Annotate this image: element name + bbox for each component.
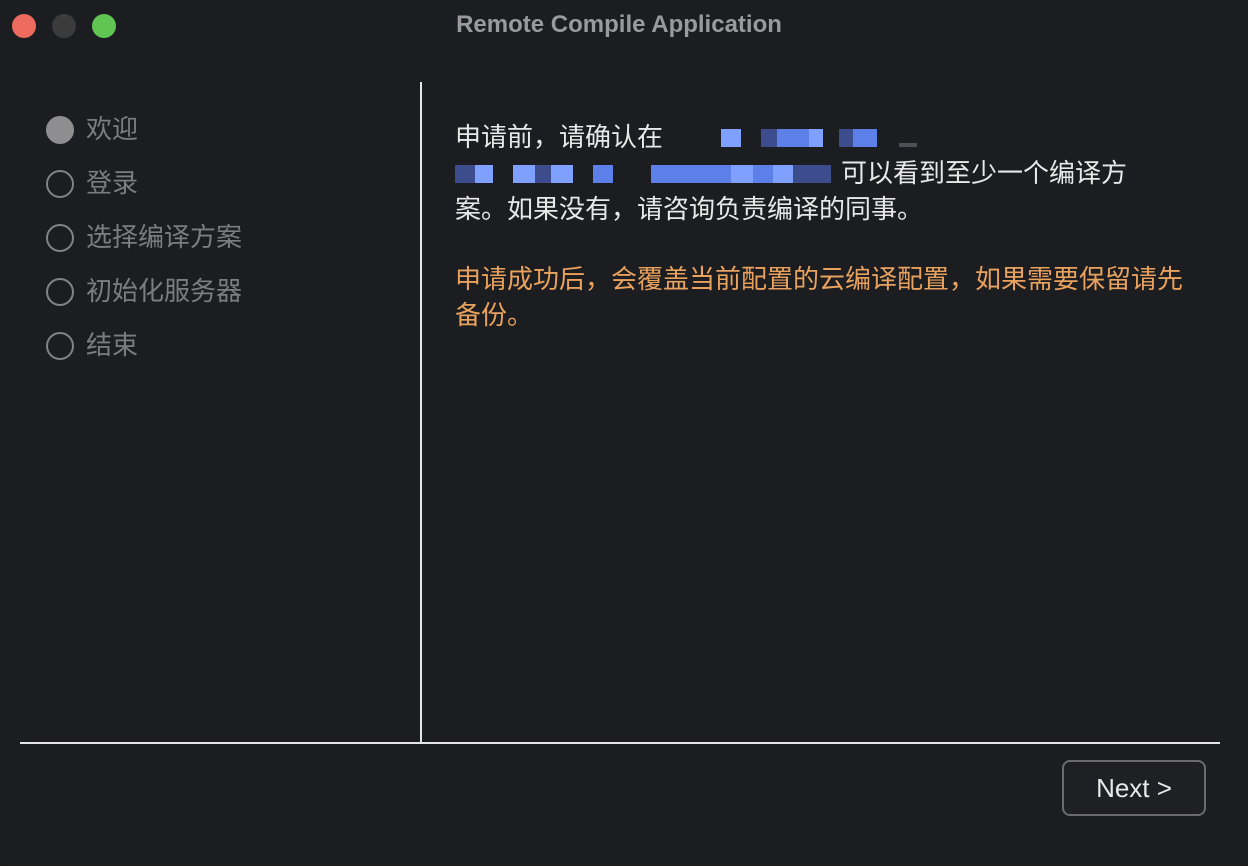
window-title: Remote Compile Application xyxy=(456,11,782,38)
step-welcome: 欢迎 xyxy=(44,112,404,166)
step-login: 登录 xyxy=(44,166,404,220)
intro-suffix: 案。如果没有，请咨询负责编译的同事。 xyxy=(455,195,924,225)
step-label: 结束 xyxy=(86,331,139,361)
wizard-steps: 欢迎 登录 选择编译方案 初始化服务器 结束 xyxy=(44,112,404,382)
step-indicator-icon xyxy=(46,224,74,252)
next-button[interactable]: Next > xyxy=(1062,760,1206,816)
minimize-window-button[interactable] xyxy=(52,14,76,38)
step-select-compile-plan: 选择编译方案 xyxy=(44,220,404,274)
intro-mid: 可以看到至少一个编译方 xyxy=(841,159,1128,189)
step-label: 选择编译方案 xyxy=(86,223,243,253)
redacted-text xyxy=(663,128,921,149)
step-label: 登录 xyxy=(86,169,139,199)
vertical-divider xyxy=(420,82,422,742)
step-finish: 结束 xyxy=(44,328,404,382)
footer-divider xyxy=(20,742,1220,744)
backup-warning: 申请成功后，会覆盖当前配置的云编译配置，如果需要保留请先备份。 xyxy=(455,265,1184,331)
step-label: 欢迎 xyxy=(86,115,139,145)
close-window-button[interactable] xyxy=(12,14,36,38)
step-indicator-icon xyxy=(46,332,74,360)
welcome-content: 申请前，请确认在 可以看到至少一个编 xyxy=(455,120,1195,334)
title-bar: Remote Compile Application xyxy=(0,0,1248,52)
step-current-indicator-icon xyxy=(46,116,74,144)
maximize-window-button[interactable] xyxy=(92,14,116,38)
redacted-text xyxy=(455,164,841,185)
intro-prefix: 申请前，请确认在 xyxy=(455,123,664,153)
intro-paragraph: 申请前，请确认在 可以看到至少一个编 xyxy=(455,120,1185,228)
step-label: 初始化服务器 xyxy=(86,277,243,307)
step-indicator-icon xyxy=(46,170,74,198)
step-initialize-server: 初始化服务器 xyxy=(44,274,404,328)
step-indicator-icon xyxy=(46,278,74,306)
